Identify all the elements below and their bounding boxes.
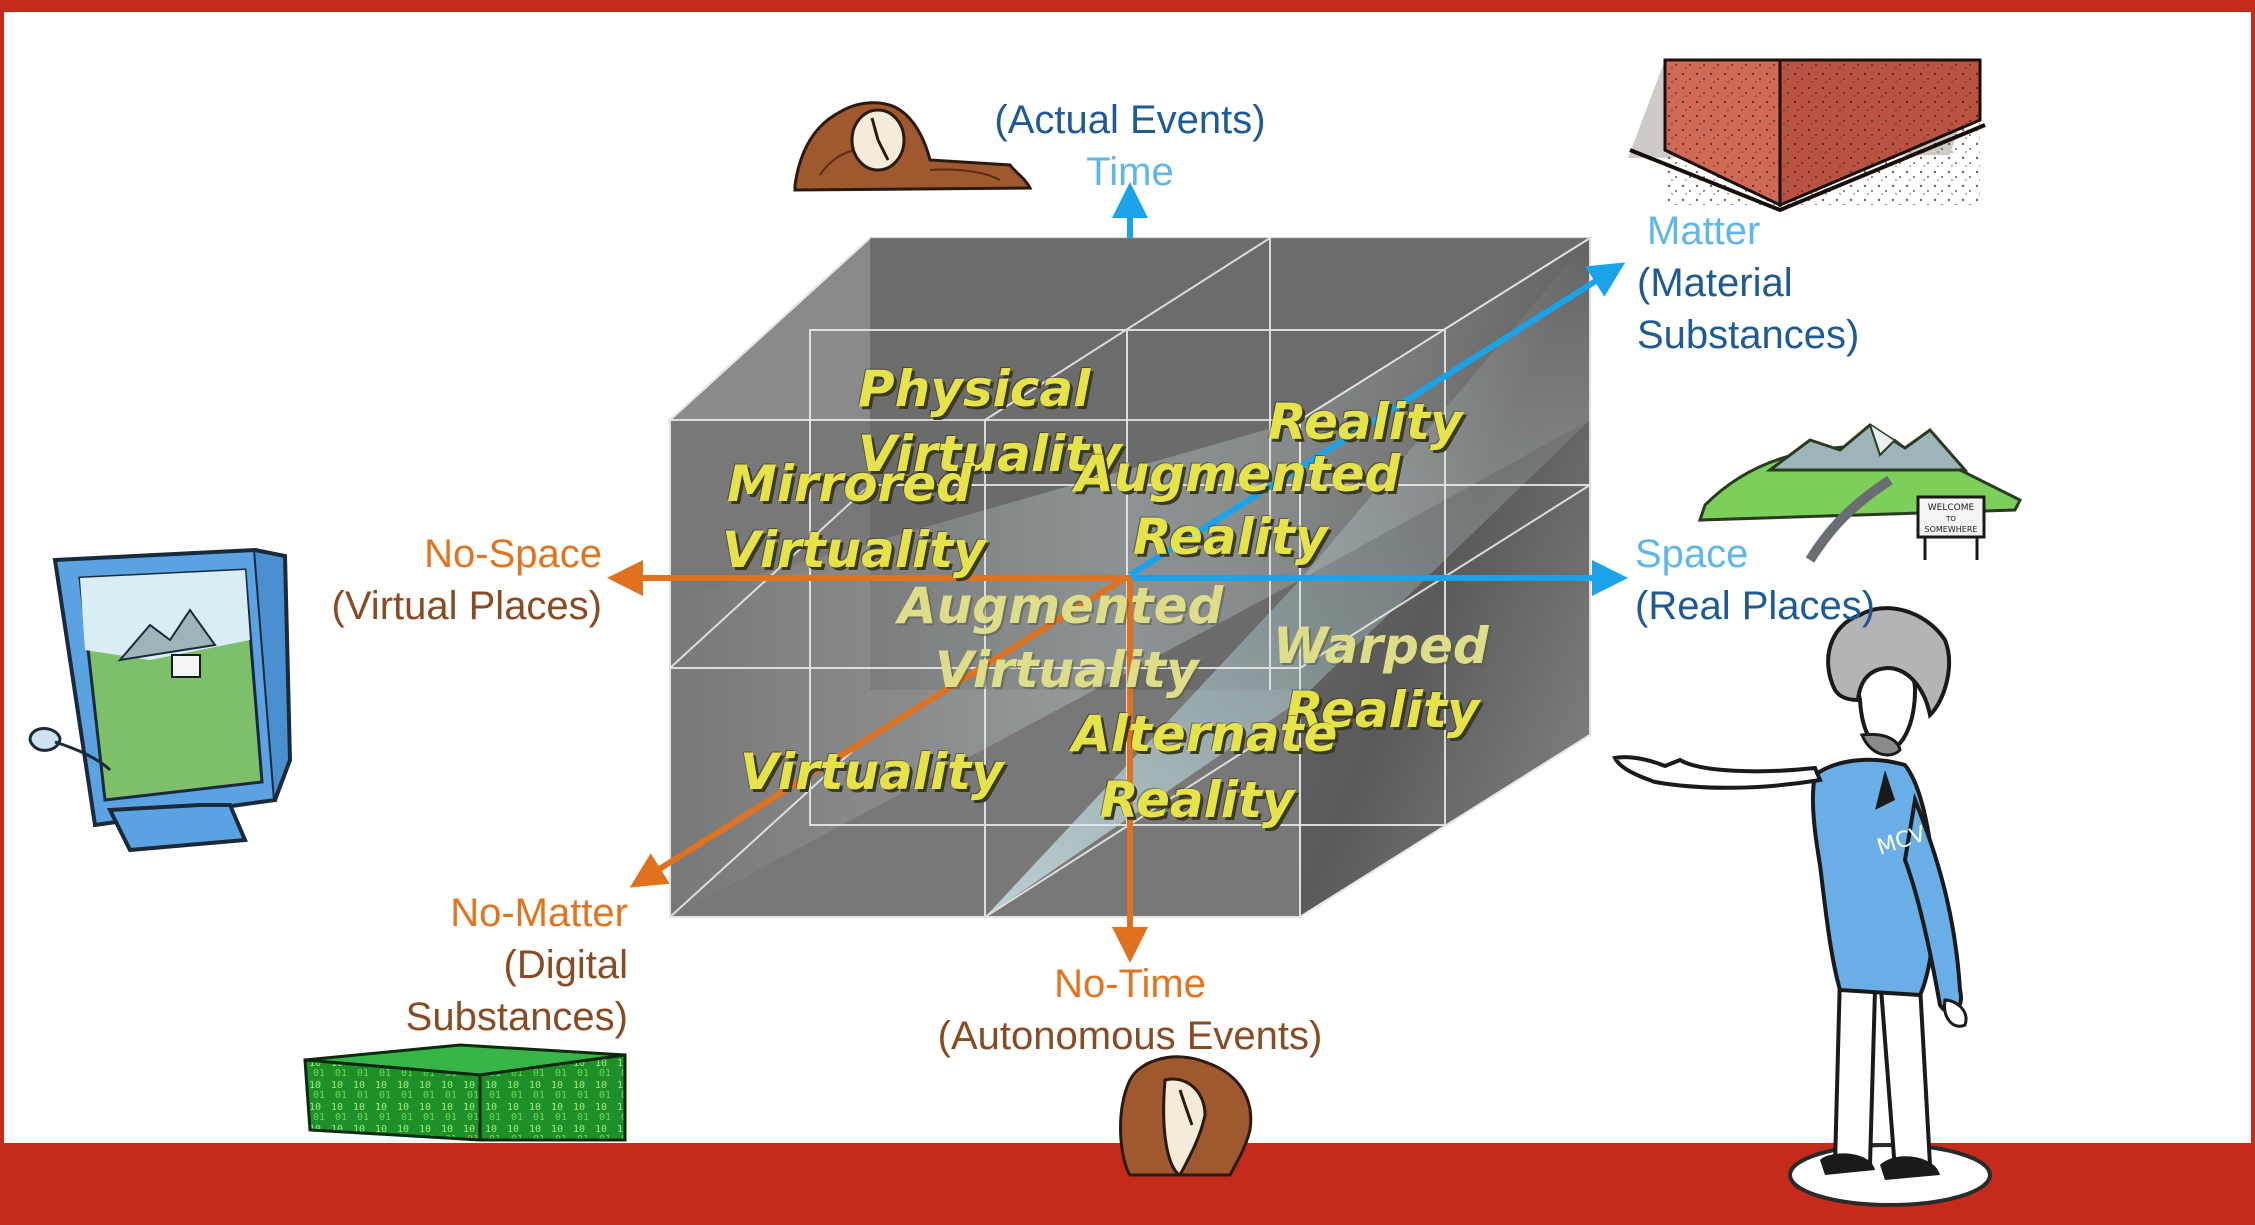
space-axis-name: Space xyxy=(1635,532,1749,576)
nomatter-axis-desc-line2: Substances) xyxy=(405,995,628,1039)
top-frame-bar xyxy=(0,0,2255,12)
landscape-signpost-icon: WELCOME TO SOMEWHERE xyxy=(1697,423,2023,563)
binary-code-block-icon xyxy=(303,1043,627,1142)
nomatter-axis-desc-line1: (Digital xyxy=(503,943,628,987)
axis-arrows xyxy=(607,182,1628,963)
region-augmented-virtuality-line1: Augmented xyxy=(898,577,1224,635)
brick-icon xyxy=(1628,58,1986,213)
time-axis-desc: (Actual Events) xyxy=(994,98,1266,142)
region-virtuality: Virtuality xyxy=(740,743,1004,801)
space-axis-desc: (Real Places) xyxy=(1635,584,1876,628)
matter-axis-name: Matter xyxy=(1647,209,1761,253)
nomatter-axis-arrow xyxy=(629,575,1127,888)
mantel-clock-icon xyxy=(793,101,1033,192)
nomatter-axis-name: No-Matter xyxy=(450,891,628,935)
region-physical-virtuality-line1: Physical xyxy=(858,360,1091,418)
region-mirrored-virtuality-line2: Virtuality xyxy=(722,521,986,579)
signpost-line3: SOMEWHERE xyxy=(1925,525,1978,534)
computer-monitor-icon xyxy=(28,547,293,853)
signpost-line1: WELCOME xyxy=(1928,503,1975,513)
signpost-line2: TO xyxy=(1945,515,1956,523)
presenter-figure-icon: MCV xyxy=(1612,606,1992,1207)
nospace-axis-desc: (Virtual Places) xyxy=(331,584,602,628)
notime-axis-name: No-Time xyxy=(1054,962,1206,1006)
region-augmented-reality-line2: Reality xyxy=(1133,508,1328,566)
melting-clock-icon xyxy=(1119,1055,1253,1178)
region-augmented-reality-line1: Augmented xyxy=(1075,445,1401,503)
region-warped-reality-line1: Warped xyxy=(1273,617,1489,675)
right-frame-edge xyxy=(2251,0,2255,1225)
nospace-axis-name: No-Space xyxy=(424,532,602,576)
region-reality: Reality xyxy=(1268,393,1463,451)
matter-axis-desc-line1: (Material xyxy=(1637,261,1793,305)
notime-axis-desc: (Autonomous Events) xyxy=(937,1014,1323,1058)
matter-axis-desc-line2: Substances) xyxy=(1637,313,1860,357)
matter-axis-arrow xyxy=(1128,262,1626,578)
time-axis-name: Time xyxy=(1086,150,1174,194)
region-alternate-reality-line2: Reality xyxy=(1100,771,1295,829)
region-alternate-reality-line1: Alternate xyxy=(1072,705,1338,763)
region-warped-reality-line2: Reality xyxy=(1285,681,1480,739)
left-frame-edge xyxy=(0,0,4,1225)
region-physical-virtuality-line2: Virtuality xyxy=(858,425,1122,483)
region-mirrored-virtuality-line1: Mirrored xyxy=(727,455,972,513)
region-augmented-virtuality-line2: Virtuality xyxy=(935,641,1199,699)
